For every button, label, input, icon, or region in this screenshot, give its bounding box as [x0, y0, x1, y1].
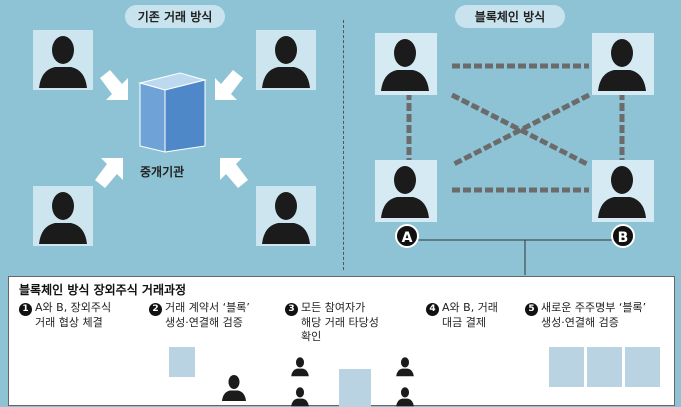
person-icon [592, 33, 652, 93]
traditional-title: 기존 거래 방식 [125, 5, 225, 28]
person-icon [394, 385, 416, 407]
blockchain-title: 블록체인 방식 [455, 5, 565, 28]
arrows-icon [95, 70, 248, 188]
person-icon [394, 355, 416, 377]
label-b: B [611, 224, 635, 248]
puzzle-piece [592, 160, 654, 222]
puzzle-icon [549, 347, 584, 387]
person-box [256, 30, 316, 90]
person-icon [375, 160, 435, 220]
person-icon [592, 160, 652, 220]
puzzle-piece [375, 160, 437, 222]
puzzle-icon [587, 347, 622, 387]
person-box [33, 186, 93, 246]
label-a: A [395, 224, 419, 248]
person-icon [219, 367, 249, 407]
intermediary-label: 중개기관 [140, 165, 185, 179]
chain-network-icon [406, 63, 625, 275]
person-icon [289, 385, 311, 407]
puzzle-piece [592, 33, 654, 95]
process-title: 블록체인 방식 장외주식 거래과정 [19, 283, 187, 297]
person-box [256, 186, 316, 246]
puzzle-piece [375, 33, 437, 95]
divider [343, 20, 344, 270]
person-icon [289, 355, 311, 377]
person-box [33, 30, 93, 90]
puzzle-icon [339, 369, 371, 407]
puzzle-icon [169, 347, 195, 377]
building-icon [138, 72, 207, 153]
puzzle-icon [625, 347, 660, 387]
person-icon [375, 33, 435, 93]
